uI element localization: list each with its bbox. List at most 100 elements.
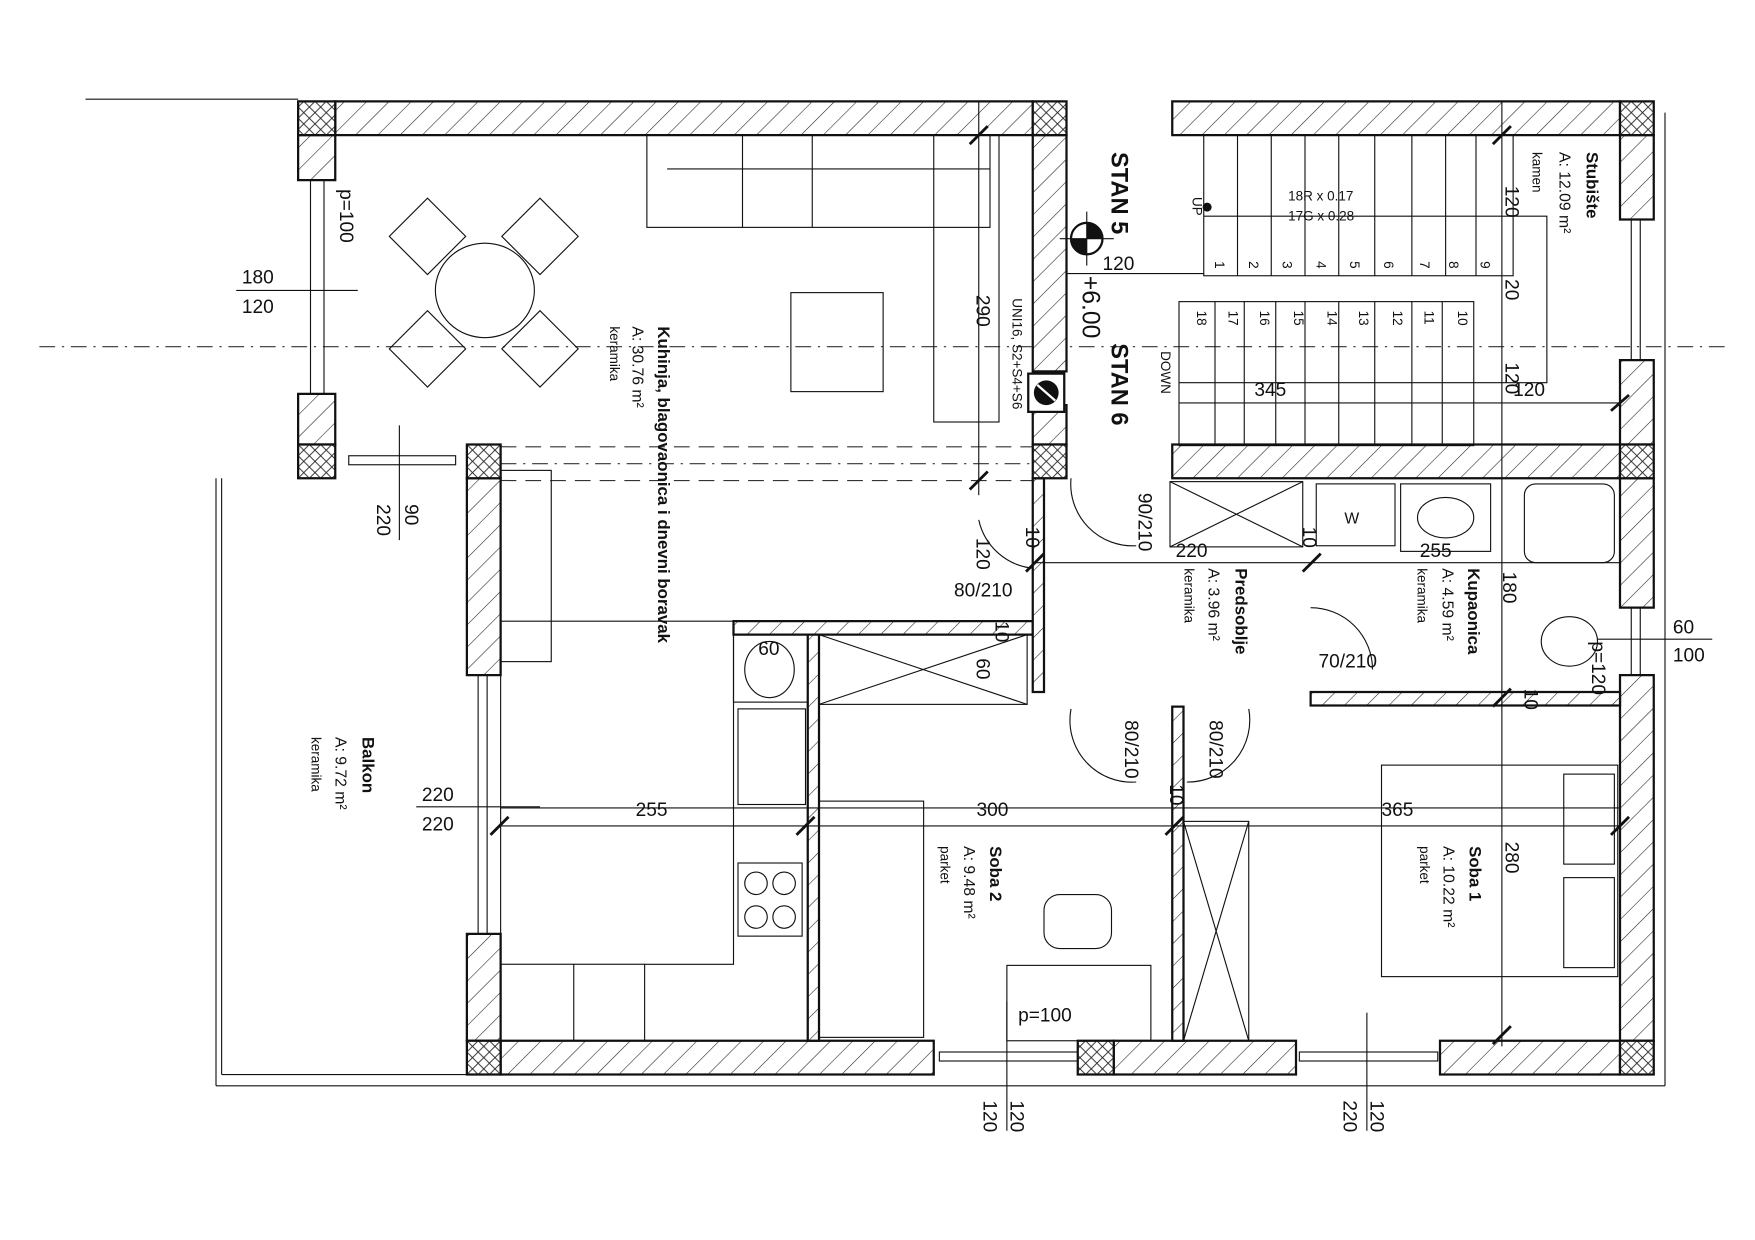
dim-stair-120a: 120 <box>1103 254 1135 275</box>
tv-unit <box>500 469 552 663</box>
dim-stair-120c: 120 <box>1500 186 1521 218</box>
svg-text:p=100: p=100 <box>1018 1006 1072 1027</box>
svg-text:180: 180 <box>242 268 274 289</box>
svg-text:Stubište: Stubište <box>1582 152 1601 219</box>
dim-stair-345: 345 <box>1254 380 1286 401</box>
hob <box>737 862 803 937</box>
dim-kitchen-290: 290 <box>972 295 993 327</box>
stair-risers: 18R x 0.17 <box>1288 188 1353 203</box>
svg-text:6: 6 <box>1381 261 1396 269</box>
stair-up-label: UP <box>1190 197 1205 216</box>
svg-text:1: 1 <box>1212 261 1227 269</box>
walls <box>297 100 1655 1076</box>
svg-text:220: 220 <box>1338 1100 1359 1132</box>
window-label-room2: 120 120 p=100 <box>978 1001 1072 1132</box>
dim-stair-20: 20 <box>1500 279 1521 300</box>
svg-text:11: 11 <box>1421 311 1436 325</box>
level-marker-icon <box>1059 211 1114 266</box>
svg-text:13: 13 <box>1356 311 1371 326</box>
coffee-table <box>790 292 884 393</box>
svg-text:A: 30.76 m²: A: 30.76 m² <box>628 326 645 407</box>
svg-text:120: 120 <box>242 297 274 318</box>
svg-text:parket: parket <box>1417 846 1432 884</box>
dim-wardrobe-60: 60 <box>972 658 993 679</box>
svg-text:7: 7 <box>1417 261 1432 269</box>
door-label: 90/210 <box>1134 493 1155 551</box>
door-swings <box>978 478 1374 783</box>
svg-text:220: 220 <box>422 814 454 835</box>
room-soba1: Soba 1 A: 10.22 m² parket <box>1417 846 1485 927</box>
room-bathroom: Kupaonica A: 4.59 m² keramika <box>1415 568 1484 655</box>
staircase: UP DOWN 18R x 0.17 17G x 0.28 1 2 3 4 5 … <box>1158 134 1548 447</box>
svg-text:Soba 1: Soba 1 <box>1465 846 1484 901</box>
svg-text:8: 8 <box>1446 261 1461 269</box>
svg-text:keramika: keramika <box>607 326 622 381</box>
unit-label-stan5: STAN 5 <box>1106 152 1132 234</box>
room-hall: Predsoblje A: 3.96 m² keramika <box>1182 568 1251 654</box>
svg-text:parket: parket <box>938 846 953 884</box>
svg-text:14: 14 <box>1325 311 1340 327</box>
svg-text:100: 100 <box>1673 646 1705 667</box>
window-label-room1: 120 220 <box>1338 1012 1386 1132</box>
sofa <box>646 134 991 228</box>
door-label: 80/210 <box>1120 720 1141 778</box>
dim-10: 10 <box>1021 527 1042 548</box>
svg-text:10: 10 <box>1455 311 1470 326</box>
svg-text:15: 15 <box>1291 311 1306 326</box>
svg-text:5: 5 <box>1347 261 1362 269</box>
svg-text:17: 17 <box>1226 311 1241 326</box>
svg-text:A: 9.48 m²: A: 9.48 m² <box>960 846 977 919</box>
dim-room2-300: 300 <box>977 800 1009 821</box>
svg-text:A: 10.22 m²: A: 10.22 m² <box>1439 846 1456 927</box>
door-label: 70/210 <box>1319 651 1377 672</box>
svg-text:9: 9 <box>1478 261 1493 269</box>
room-kitchen: Kuhinja, blagovaonica i dnevni boravak A… <box>607 326 673 643</box>
dim-bath-180: 180 <box>1498 572 1519 604</box>
svg-text:18: 18 <box>1194 311 1209 326</box>
window-label-bath: 60 100 p=120 <box>1587 618 1713 695</box>
dim-10: 10 <box>991 621 1012 642</box>
sink <box>737 708 807 806</box>
room-soba2: Soba 2 A: 9.48 m² parket <box>938 846 1006 919</box>
svg-text:Balkon: Balkon <box>358 737 377 793</box>
window-label-balcony-door: 220 220 <box>416 785 540 835</box>
svg-text:Kupaonica: Kupaonica <box>1464 568 1483 655</box>
dim-10: 10 <box>1298 527 1319 548</box>
svg-text:220: 220 <box>372 504 393 536</box>
svg-text:3: 3 <box>1280 261 1295 269</box>
toilet <box>1540 616 1599 667</box>
bed-room2 <box>818 800 925 1038</box>
svg-text:16: 16 <box>1257 311 1272 326</box>
dim-hob-60: 60 <box>758 639 779 660</box>
window-label-kitchen-left: 180 120 p=100 <box>236 189 358 318</box>
svg-text:p=120: p=120 <box>1587 641 1608 695</box>
door-label: 80/210 <box>1204 720 1225 778</box>
room-balcony: Balkon A: 9.72 m² keramika <box>309 737 378 810</box>
stair-goings: 17G x 0.28 <box>1288 209 1354 224</box>
chimney-label: UNI16, S2+S4+S6 <box>1010 298 1025 409</box>
dim-10: 10 <box>1165 784 1186 805</box>
dim-10: 10 <box>1519 689 1540 710</box>
svg-text:keramika: keramika <box>309 737 324 792</box>
dim-bath-255: 255 <box>1420 541 1452 562</box>
wardrobe <box>818 634 1028 705</box>
unit-label-stan6: STAN 6 <box>1106 343 1132 425</box>
room-stairs: Stubište A: 12.09 m² kamen <box>1529 152 1601 233</box>
furniture <box>388 134 1619 1042</box>
svg-text:4: 4 <box>1313 261 1328 269</box>
windows <box>309 179 1641 1062</box>
svg-text:Soba 2: Soba 2 <box>986 846 1005 901</box>
svg-text:A: 3.96 m²: A: 3.96 m² <box>1204 568 1221 641</box>
dim-hall-220: 220 <box>1176 541 1208 562</box>
bed-room1 <box>1380 764 1619 978</box>
svg-text:120: 120 <box>978 1100 999 1132</box>
svg-text:90: 90 <box>400 504 421 525</box>
svg-text:keramika: keramika <box>1182 568 1197 623</box>
door-label: 80/210 <box>954 580 1012 601</box>
dim-stair-120d: 120 <box>1500 362 1521 394</box>
svg-text:A: 4.59 m²: A: 4.59 m² <box>1438 568 1455 641</box>
svg-text:p=100: p=100 <box>335 189 356 243</box>
dim-kitchen-120: 120 <box>972 538 993 570</box>
wardrobe-room1 <box>1182 820 1250 1042</box>
